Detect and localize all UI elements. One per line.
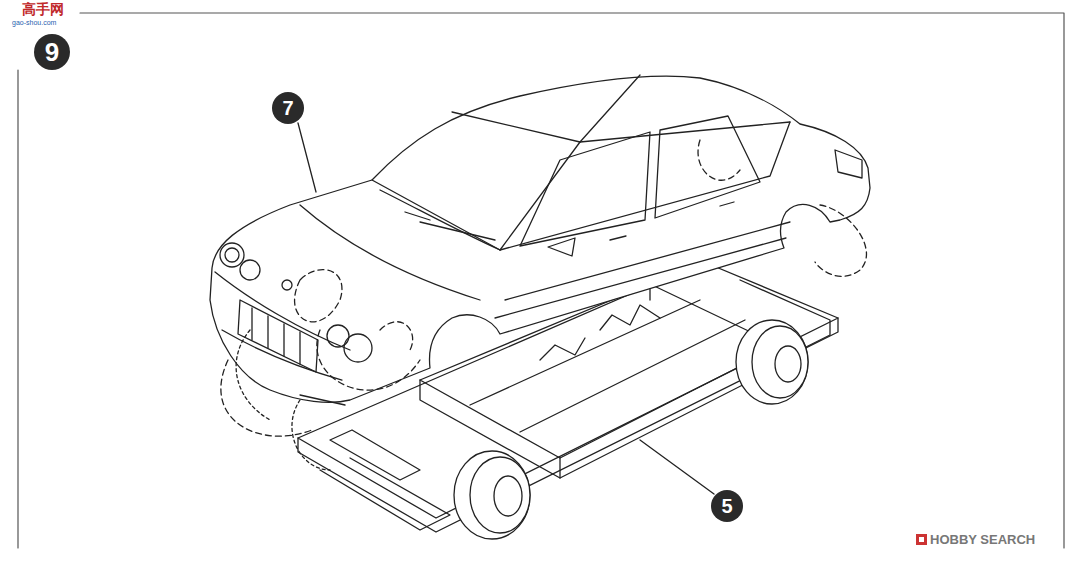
watermark: HOBBY SEARCH	[930, 532, 1035, 547]
car-body	[210, 75, 870, 405]
frame-line	[18, 13, 1064, 548]
step-number: 9	[34, 34, 70, 70]
wheel	[454, 320, 808, 539]
hobby-search-icon	[916, 534, 927, 545]
leader-line	[640, 440, 714, 494]
callout-number: 7	[272, 92, 304, 124]
headlight	[220, 243, 372, 362]
watermark: gao-shou.com	[12, 19, 56, 26]
leader-line	[298, 123, 316, 192]
watermark: 高手网	[22, 1, 64, 19]
guide-line	[221, 140, 867, 436]
callout-number: 5	[711, 490, 743, 522]
guide-line	[236, 330, 330, 470]
